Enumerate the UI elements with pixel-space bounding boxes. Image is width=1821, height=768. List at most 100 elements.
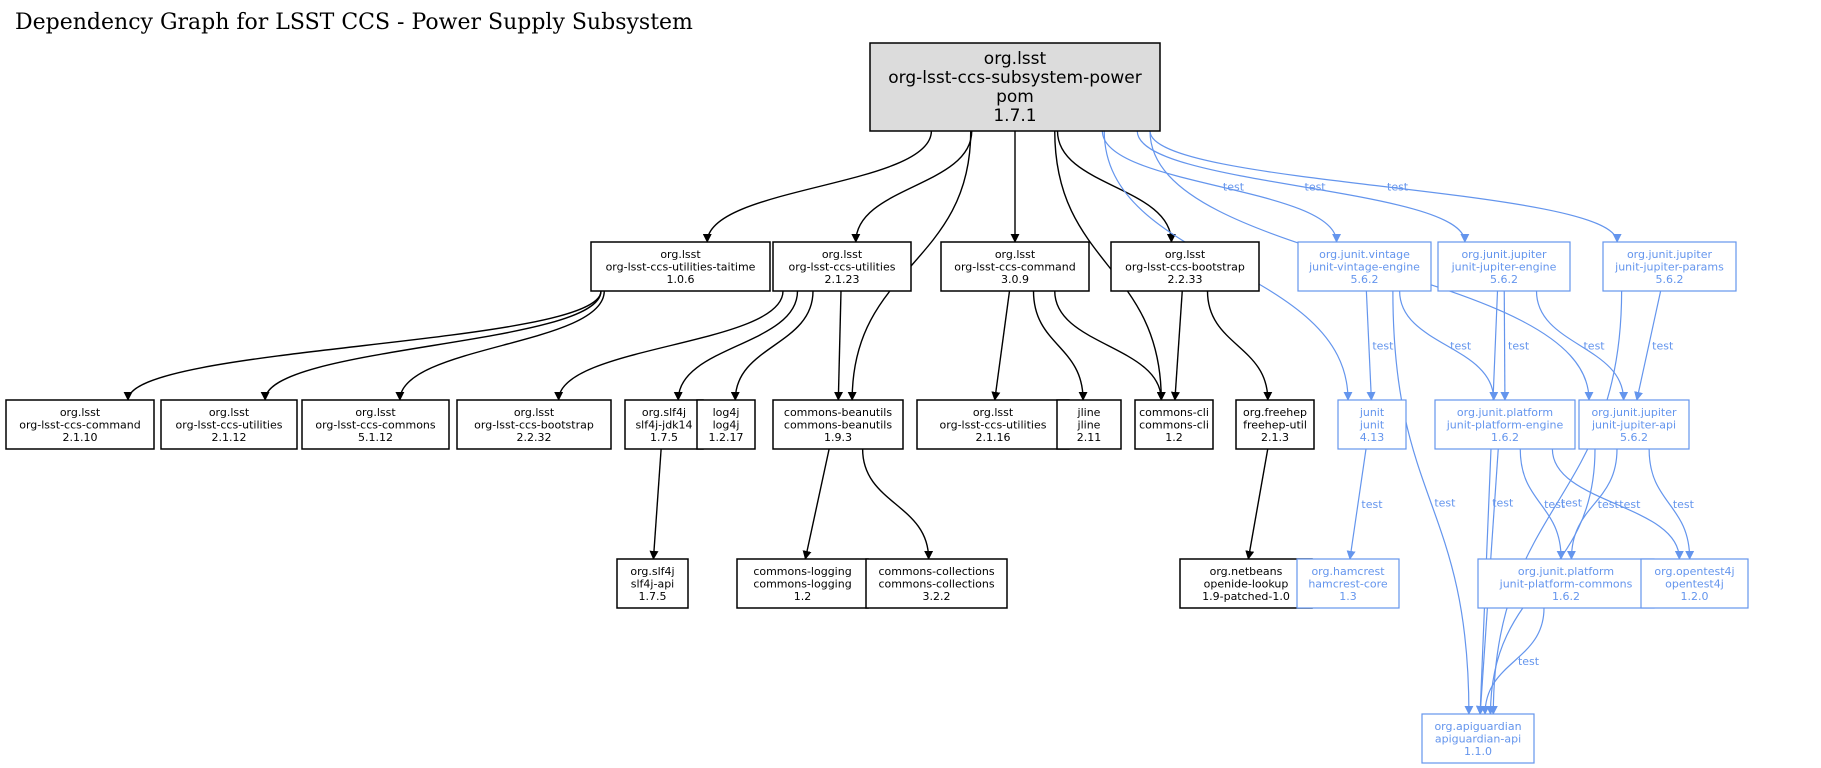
edge-util2123-to-boot2232 (554, 290, 784, 401)
node-vintage: org.junit.vintagejunit-vintage-engine5.6… (1297, 241, 1432, 292)
edge-label: test (1652, 340, 1674, 353)
node-label-line: slf4j-jdk14 (635, 418, 692, 431)
node-label-line: 2.1.3 (1261, 431, 1289, 444)
edge-platengine-to-platcommons (1519, 448, 1566, 560)
edge-label: test (1450, 340, 1472, 353)
node-label-line: org.freehep (1243, 406, 1307, 419)
node-platcommons: org.junit.platformjunit-platform-commons… (1477, 558, 1655, 609)
edge-label: test (1518, 655, 1540, 668)
node-label-line: org.lsst (973, 406, 1014, 419)
node-box (1337, 399, 1407, 450)
node-label-line: org.junit.vintage (1319, 248, 1410, 261)
edge-cmd309-to-util2116 (991, 290, 1011, 401)
graph-title: Dependency Graph for LSST CCS - Power Su… (15, 10, 693, 35)
node-label-line: 1.7.1 (993, 106, 1036, 126)
node-label-line: jline (1077, 418, 1101, 431)
node-label-line: 2.1.23 (825, 273, 860, 286)
node-label-line: org.slf4j (642, 406, 686, 419)
edge-label: test (1434, 497, 1456, 510)
edge-taitime-to-cmd2110 (123, 290, 602, 401)
node-label-line: apiguardian-api (1435, 732, 1521, 745)
node-label-line: log4j (713, 406, 740, 419)
edge-root-to-boot2233 (1056, 130, 1176, 243)
node-label-line: 5.6.2 (1620, 431, 1648, 444)
node-label-line: commons-collections (878, 565, 994, 578)
node-label-line: 2.1.12 (212, 431, 247, 444)
node-box (1235, 399, 1315, 450)
node-label-line: org.slf4j (630, 565, 674, 578)
node-box (1602, 241, 1737, 292)
node-box (940, 241, 1090, 292)
node-openide: org.netbeansopenide-lookup1.9-patched-1.… (1179, 558, 1313, 609)
edge-freehep-to-openide (1245, 448, 1269, 560)
node-label-line: junit (1359, 418, 1385, 431)
node-label-line: 1.2.17 (709, 431, 744, 444)
node-label-line: org.junit.jupiter (1591, 406, 1677, 419)
edge-label: test (1544, 498, 1566, 511)
node-label-line: 2.2.32 (517, 431, 552, 444)
node-label-line: commons-logging (753, 577, 851, 590)
node-label-line: org.lsst (660, 248, 701, 261)
node-box (1421, 713, 1535, 764)
edge-root-to-taitime (702, 130, 933, 243)
node-box (1056, 399, 1122, 450)
node-label-line: junit (1359, 406, 1385, 419)
node-label-line: 5.6.2 (1351, 273, 1379, 286)
node-box (1134, 399, 1214, 450)
node-label-line: org-lsst-ccs-utilities-taitime (606, 260, 756, 273)
node-jupparams: org.junit.jupiterjunit-jupiter-params5.6… (1602, 241, 1737, 292)
node-label-line: 3.2.2 (923, 590, 951, 603)
edge-util2123-to-beanutils (834, 290, 844, 401)
edge-vintage-to-apiguardian (1392, 290, 1474, 715)
node-label-line: 1.2.0 (1681, 590, 1709, 603)
node-label-line: pom (996, 87, 1034, 107)
node-taitime: org.lsstorg-lsst-ccs-utilities-taitime1.… (590, 241, 771, 292)
edge-jupengine-to-jupapi (1535, 290, 1629, 401)
node-label-line: 4.13 (1360, 431, 1385, 444)
node-label-line: 1.9-patched-1.0 (1202, 590, 1290, 603)
node-box (624, 399, 704, 450)
edge-label: test (1583, 340, 1605, 353)
node-label-line: commons-beanutils (784, 418, 892, 431)
node-box (1640, 558, 1749, 609)
node-label-line: org.hamcrest (1311, 565, 1385, 578)
edge-cmd309-to-cli (1054, 290, 1166, 401)
edge-vintage-to-junit (1365, 290, 1376, 401)
node-label-line: commons-cli (1139, 418, 1209, 431)
node-label-line: opentest4j (1665, 577, 1724, 590)
edge-root-to-vintage (1101, 130, 1342, 243)
node-label-line: org.lsst (984, 49, 1047, 69)
node-label-line: org-lsst-ccs-subsystem-power (888, 68, 1142, 88)
edge-root-to-util2123 (851, 130, 973, 243)
node-box (1296, 558, 1400, 609)
node-label-line: org.lsst (822, 248, 863, 261)
node-label-line: 2.1.10 (63, 431, 98, 444)
node-box (736, 558, 869, 609)
node-label-line: 1.3 (1339, 590, 1357, 603)
node-label-line: commons-cli (1139, 406, 1209, 419)
node-box (1110, 241, 1260, 292)
node-label-line: slf4j-api (631, 577, 674, 590)
node-label-line: org.junit.jupiter (1627, 248, 1713, 261)
node-label-line: commons-beanutils (784, 406, 892, 419)
edge-root-to-jupengine (1136, 130, 1470, 243)
node-box (865, 558, 1008, 609)
node-label-line: 1.6.2 (1491, 431, 1519, 444)
node-label-line: org-lsst-ccs-command (954, 260, 1076, 273)
edge-root-to-cli (1054, 130, 1166, 401)
node-label-line: commons-logging (753, 565, 851, 578)
edge-slf4jjdk-to-slf4japi (649, 448, 662, 560)
